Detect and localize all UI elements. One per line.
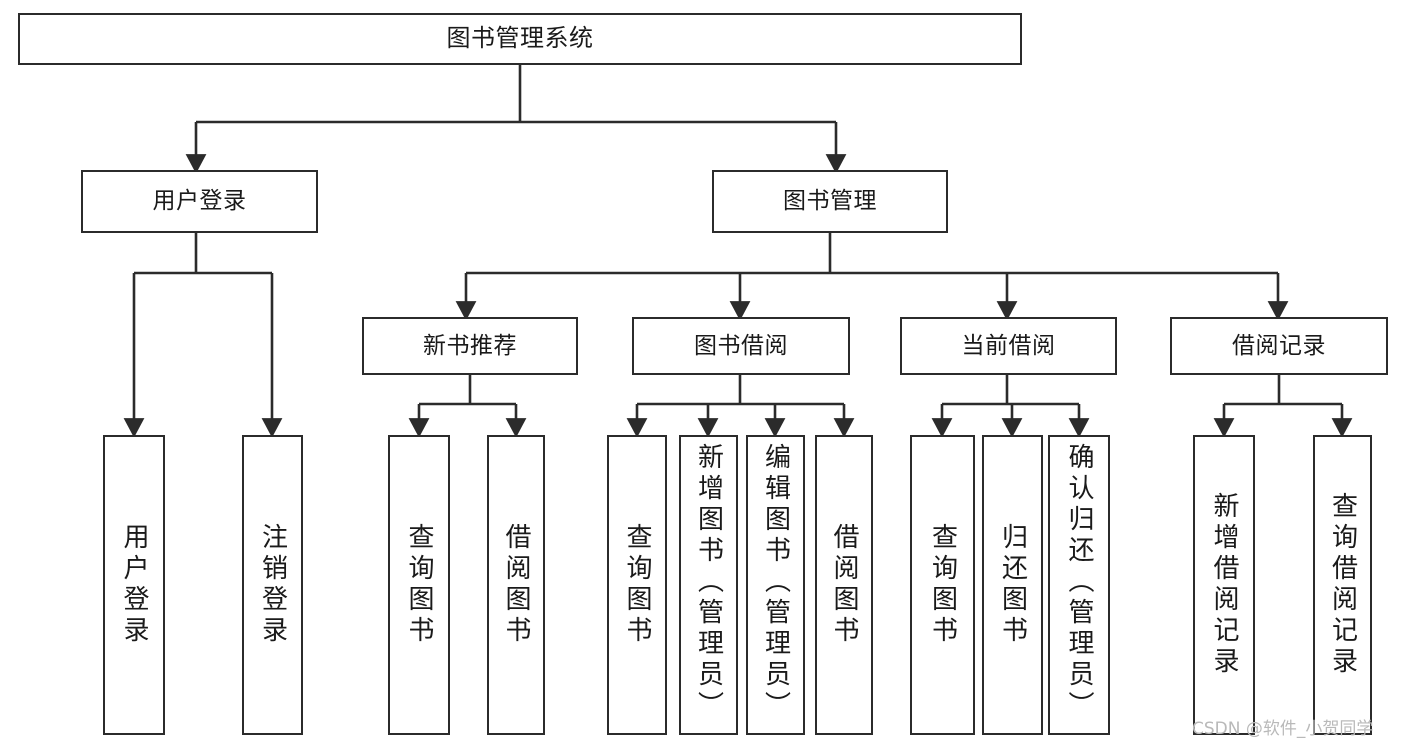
node-leaf-query-book-current[interactable]: 查询图书 [910,435,975,735]
node-leaf-confirm-return-admin-label: 确认归还（管理员） [1064,443,1094,722]
node-current-borrow[interactable]: 当前借阅 [900,317,1117,375]
node-leaf-query-book-borrow-label: 查询图书 [622,523,652,647]
node-leaf-borrow-book[interactable]: 借阅图书 [815,435,873,735]
node-leaf-query-book-borrow[interactable]: 查询图书 [607,435,667,735]
node-leaf-query-book-rec[interactable]: 查询图书 [388,435,450,735]
node-leaf-add-book-admin-label: 新增图书（管理员） [693,443,724,722]
node-borrow-record-label: 借阅记录 [1232,332,1326,359]
node-leaf-logout[interactable]: 注销登录 [242,435,303,735]
node-leaf-user-login-label: 用户登录 [119,523,149,647]
node-book-borrow-label: 图书借阅 [694,332,788,359]
node-new-book-recommend-label: 新书推荐 [423,332,517,359]
node-leaf-add-borrow-record-label: 新增借阅记录 [1209,492,1239,678]
node-leaf-query-book-current-label: 查询图书 [927,523,958,647]
node-leaf-confirm-return-admin[interactable]: 确认归还（管理员） [1048,435,1110,735]
node-book-borrow[interactable]: 图书借阅 [632,317,850,375]
node-leaf-query-borrow-record-label: 查询借阅记录 [1327,492,1358,678]
node-user-login[interactable]: 用户登录 [81,170,318,233]
node-leaf-borrow-book-rec[interactable]: 借阅图书 [487,435,545,735]
node-borrow-record[interactable]: 借阅记录 [1170,317,1388,375]
node-root[interactable]: 图书管理系统 [18,13,1022,65]
node-book-management-label: 图书管理 [783,188,877,215]
node-new-book-recommend[interactable]: 新书推荐 [362,317,578,375]
node-leaf-edit-book-admin[interactable]: 编辑图书（管理员） [746,435,805,735]
node-leaf-borrow-book-label: 借阅图书 [829,523,859,647]
node-leaf-return-book-label: 归还图书 [997,523,1028,647]
node-leaf-edit-book-admin-label: 编辑图书（管理员） [760,443,791,722]
node-root-label: 图书管理系统 [446,24,594,53]
node-leaf-borrow-book-rec-label: 借阅图书 [501,523,531,647]
node-leaf-add-book-admin[interactable]: 新增图书（管理员） [679,435,738,735]
node-leaf-query-borrow-record[interactable]: 查询借阅记录 [1313,435,1372,735]
node-leaf-add-borrow-record[interactable]: 新增借阅记录 [1193,435,1255,735]
node-current-borrow-label: 当前借阅 [961,332,1056,359]
node-user-login-label: 用户登录 [152,188,247,215]
node-leaf-query-book-rec-label: 查询图书 [404,523,434,647]
node-leaf-user-login[interactable]: 用户登录 [103,435,165,735]
csdn-watermark: CSDN @软件_小贺同学 [1192,719,1374,739]
node-leaf-return-book[interactable]: 归还图书 [982,435,1043,735]
node-book-management[interactable]: 图书管理 [712,170,948,233]
node-leaf-logout-label: 注销登录 [257,523,288,647]
